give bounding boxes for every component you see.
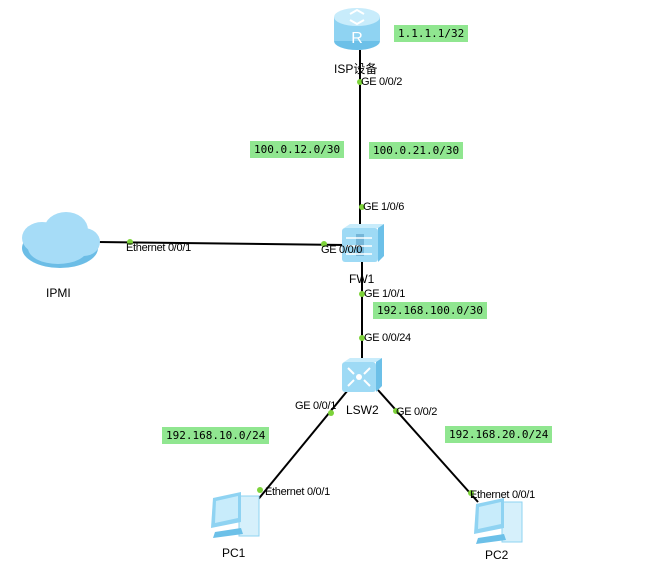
- pc-icon[interactable]: [468, 494, 526, 548]
- firewall-icon[interactable]: [338, 222, 386, 264]
- device-label-ipmi: IPMI: [46, 286, 71, 300]
- port-dot: [393, 408, 399, 414]
- port-dot: [321, 241, 327, 247]
- port-dot: [357, 79, 363, 85]
- port-label: GE 0/0/2: [361, 76, 403, 88]
- pc-icon[interactable]: [205, 488, 263, 542]
- port-label: GE 0/0/24: [364, 332, 411, 344]
- device-label-lsw2: LSW2: [346, 403, 379, 417]
- network-label: 192.168.20.0/24: [445, 426, 553, 443]
- network-label: 100.0.12.0/30: [250, 141, 345, 158]
- port-label: GE 1/0/6: [363, 201, 405, 213]
- device-label-pc1: PC1: [222, 546, 246, 560]
- port-label: GE 0/0/1: [295, 400, 337, 412]
- port-label: Ethernet 0/0/1: [126, 242, 191, 254]
- port-dot: [359, 335, 365, 341]
- link-ipmi-fw: [97, 241, 346, 246]
- port-dot: [257, 487, 263, 493]
- device-label-pc2: PC2: [485, 548, 509, 562]
- router-icon[interactable]: R: [332, 5, 382, 51]
- svg-text:R: R: [351, 30, 363, 47]
- port-label: Ethernet 0/0/1: [265, 486, 330, 498]
- port-label: GE 0/0/0: [321, 244, 363, 256]
- cloud-icon[interactable]: [16, 208, 104, 274]
- network-label: 192.168.100.0/30: [373, 302, 487, 319]
- device-label-isp: ISP设备: [334, 62, 378, 76]
- port-dot: [468, 490, 474, 496]
- port-label: Ethernet 0/0/1: [470, 489, 535, 501]
- port-label: GE 0/0/2: [396, 406, 438, 418]
- network-label: 192.168.10.0/24: [162, 427, 270, 444]
- port-dot: [359, 291, 365, 297]
- link-lsw-pc1: [255, 389, 349, 503]
- network-label: 100.0.21.0/30: [369, 142, 464, 159]
- switch-icon[interactable]: [340, 356, 384, 394]
- network-label: 1.1.1.1/32: [394, 25, 469, 42]
- port-dot: [359, 204, 365, 210]
- device-label-fw1: FW1: [349, 272, 375, 286]
- port-dot: [127, 239, 133, 245]
- port-dot: [328, 410, 334, 416]
- port-label: GE 1/0/1: [364, 288, 406, 300]
